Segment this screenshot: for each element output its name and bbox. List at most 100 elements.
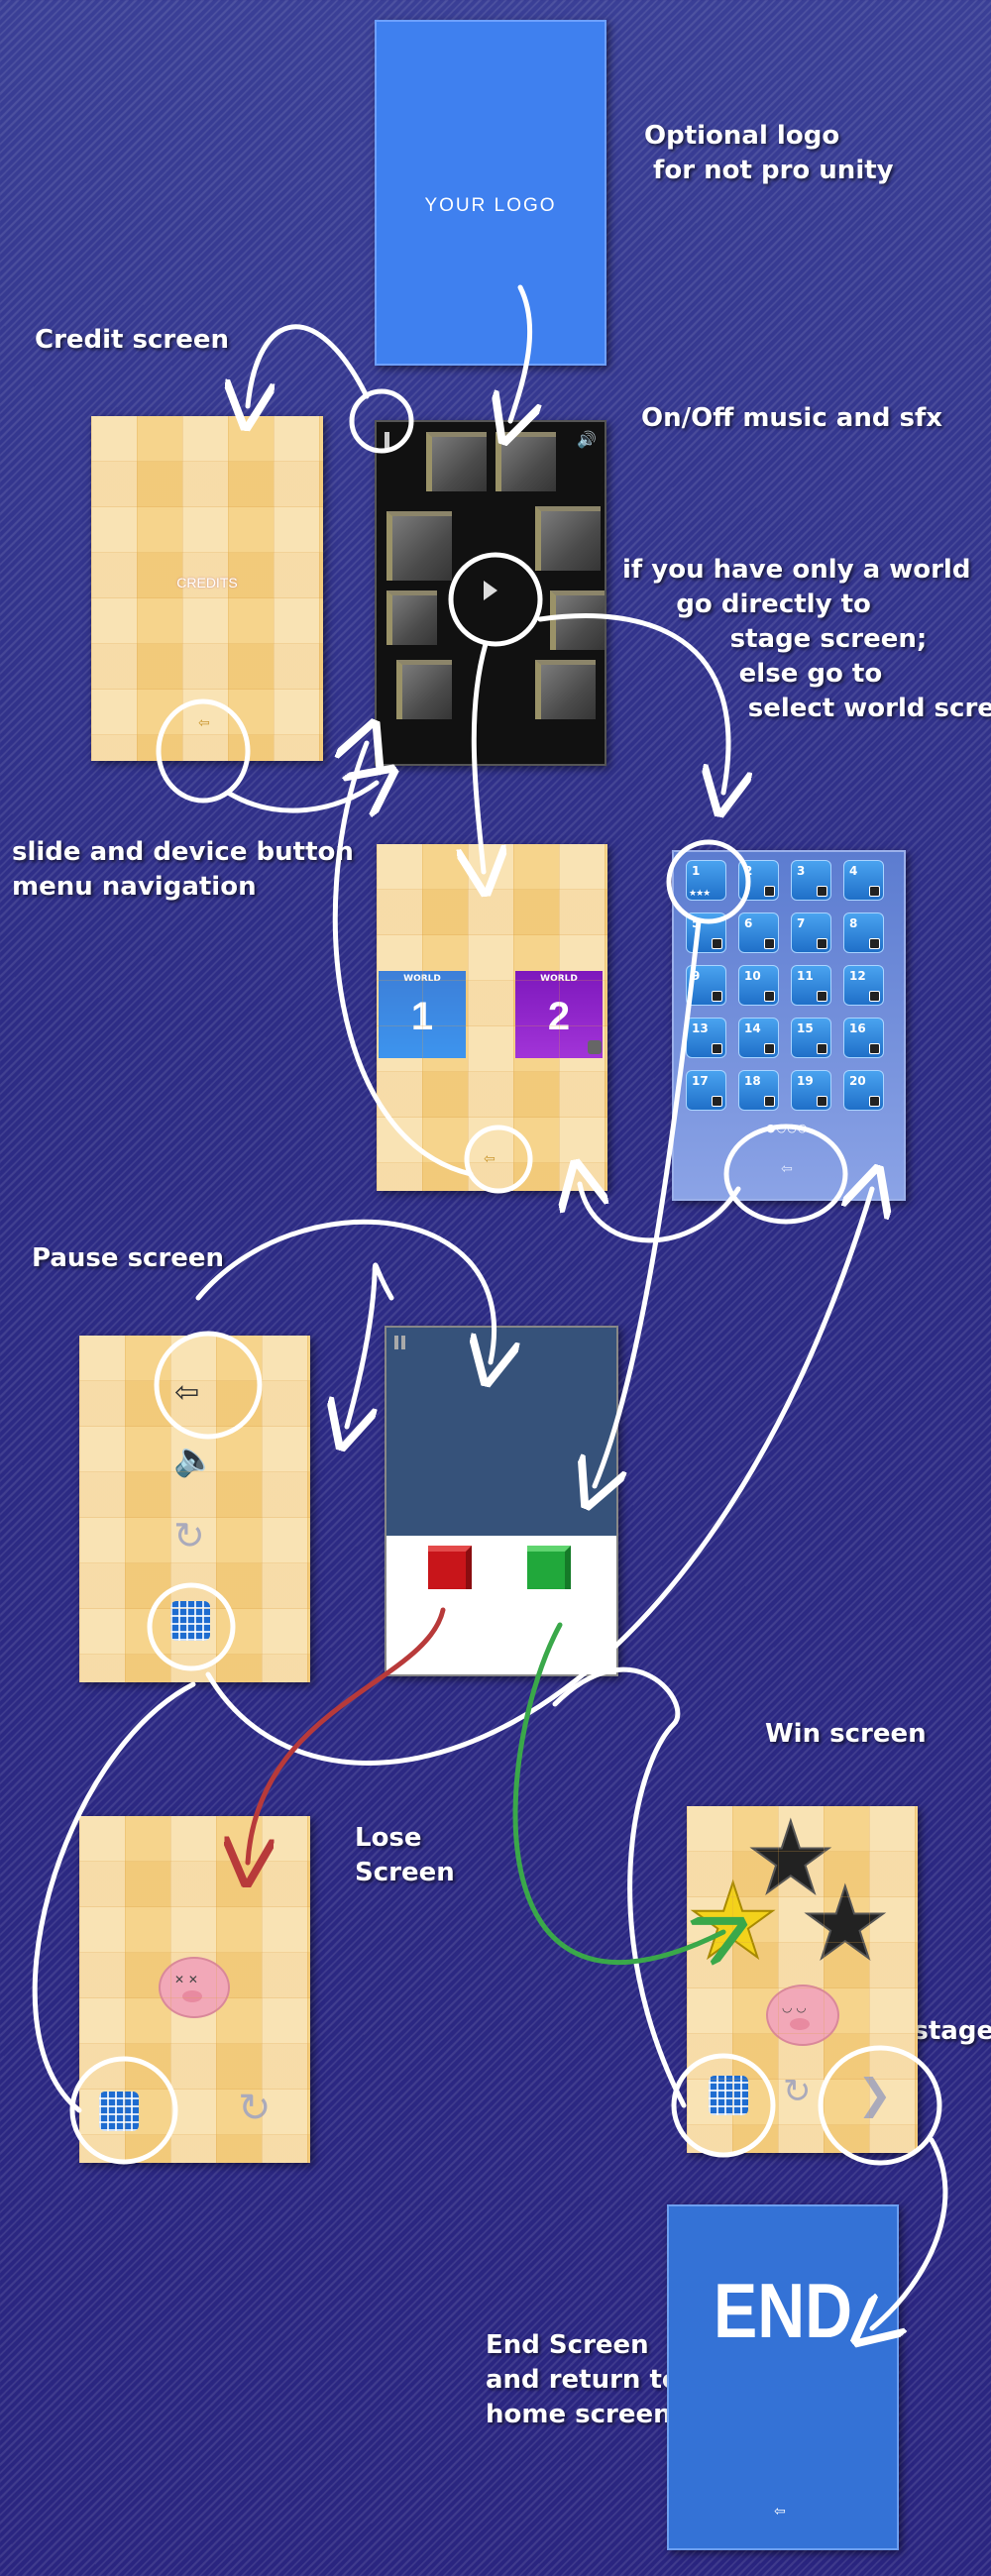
restart-icon[interactable]: ↻ [238, 2086, 272, 2131]
lock-icon [764, 991, 775, 1002]
lock-icon [817, 1043, 827, 1054]
red-cube[interactable] [428, 1546, 472, 1589]
lock-icon [869, 1096, 880, 1107]
restart-icon[interactable]: ↻ [173, 1514, 205, 1557]
star-icon: ★ [687, 1860, 780, 1983]
stage-number: 2 [744, 864, 753, 878]
win-screen: ★ ★ ★ ◡ ◡ ↻ ❯ [687, 1806, 918, 2153]
lose-screen: ✕ ✕ ↻ [79, 1816, 310, 2163]
lock-icon [817, 886, 827, 897]
stage-button[interactable]: 15 [791, 1018, 831, 1058]
stage-button[interactable]: 5 [686, 912, 726, 953]
back-icon[interactable]: ⇦ [484, 1151, 496, 1167]
lock-icon [764, 886, 775, 897]
star-icon: ★ [800, 1865, 891, 1983]
game-sky [386, 1328, 616, 1536]
lock-icon [817, 1096, 827, 1107]
pause-icon[interactable] [401, 1336, 405, 1349]
back-icon[interactable]: ⇦ [781, 1161, 793, 1177]
speaker-icon[interactable]: 🔊 [577, 430, 597, 449]
stage-number: 4 [849, 864, 858, 878]
label-slide-nav: slide and device button menu navigation [12, 837, 354, 903]
menu-grid-icon[interactable] [99, 2092, 139, 2131]
stage-number: 1 [692, 864, 701, 878]
label-optional-logo: Optional logo for not pro unity [644, 121, 894, 186]
lock-icon [712, 1043, 722, 1054]
cube-block [496, 432, 556, 491]
stage-button[interactable]: 18 [738, 1070, 779, 1111]
info-icon[interactable] [385, 432, 389, 450]
label-music-sfx: On/Off music and sfx [641, 403, 943, 433]
world-card-number: 2 [547, 995, 571, 1038]
sound-icon[interactable]: 🔈 [173, 1440, 216, 1479]
pig-icon: ✕ ✕ [159, 1957, 230, 2018]
world-card-1[interactable]: WORLD 1 [379, 971, 466, 1058]
stage-number: 17 [692, 1074, 709, 1088]
stage-button[interactable]: 9 [686, 965, 726, 1006]
stage-button[interactable]: 17 [686, 1070, 726, 1111]
page-dots: ●○○○ [766, 1122, 809, 1134]
label-only-world: if you have only a world go directly to … [622, 555, 991, 724]
stage-button[interactable]: 2 [738, 860, 779, 901]
green-cube[interactable] [527, 1546, 571, 1589]
cube-block [396, 660, 452, 719]
stage-button[interactable]: 12 [843, 965, 884, 1006]
end-screen: END ⇦ [667, 2204, 899, 2550]
stage-button[interactable]: 13 [686, 1018, 726, 1058]
stage-button[interactable]: 4 [843, 860, 884, 901]
credits-screen: CREDITS ⇦ [91, 416, 323, 761]
back-icon[interactable]: ⇦ [198, 715, 210, 731]
cube-block [535, 506, 601, 571]
restart-icon[interactable]: ↻ [783, 2072, 812, 2111]
label-win-screen: Win screen [765, 1719, 927, 1749]
stage-number: 12 [849, 969, 866, 983]
cube-block [386, 590, 437, 645]
menu-grid-icon[interactable] [709, 2076, 748, 2115]
label-end-screen: End Screen and return to home screen [486, 2330, 680, 2430]
stage-number: 6 [744, 916, 753, 930]
stage-number: 15 [797, 1021, 814, 1035]
cube-block [426, 432, 487, 491]
stage-button[interactable]: 10 [738, 965, 779, 1006]
stage-button[interactable]: 20 [843, 1070, 884, 1111]
stage-number: 11 [797, 969, 814, 983]
play-icon[interactable] [484, 581, 497, 600]
lock-icon [712, 938, 722, 949]
lock-icon [588, 1040, 602, 1054]
logo-screen: YOUR LOGO [375, 20, 606, 366]
arrow-win-to-stage [552, 1666, 687, 2108]
lock-icon [764, 1096, 775, 1107]
stage-number: 18 [744, 1074, 761, 1088]
lock-icon [869, 1043, 880, 1054]
stage-number: 10 [744, 969, 761, 983]
stage-number: 16 [849, 1021, 866, 1035]
stage-button[interactable]: 3 [791, 860, 831, 901]
menu-grid-icon[interactable] [170, 1601, 210, 1641]
lock-icon [869, 991, 880, 1002]
stage-button[interactable]: 6 [738, 912, 779, 953]
end-title: END [714, 2267, 852, 2354]
stage-number: 20 [849, 1074, 866, 1088]
lock-icon [869, 938, 880, 949]
home-screen: 🔊 [375, 420, 606, 766]
pause-icon[interactable] [394, 1336, 398, 1349]
lock-icon [764, 1043, 775, 1054]
back-icon[interactable]: ⇦ [774, 2504, 786, 2520]
stage-button[interactable]: 7 [791, 912, 831, 953]
stage-button[interactable]: 1★★★ [686, 860, 726, 901]
stage-button[interactable]: 16 [843, 1018, 884, 1058]
stage-button[interactable]: 8 [843, 912, 884, 953]
label-credit-screen: Credit screen [35, 325, 230, 355]
back-icon[interactable]: ⇦ [174, 1375, 200, 1410]
stage-button[interactable]: 14 [738, 1018, 779, 1058]
stage-number: 19 [797, 1074, 814, 1088]
stage-button[interactable]: 11 [791, 965, 831, 1006]
stage-number: 7 [797, 916, 806, 930]
stage-number: 14 [744, 1021, 761, 1035]
pause-screen: ⇦ 🔈 ↻ [79, 1336, 310, 1682]
world-card-title: WORLD [540, 974, 578, 984]
stage-button[interactable]: 19 [791, 1070, 831, 1111]
next-icon[interactable]: ❯ [857, 2070, 893, 2118]
